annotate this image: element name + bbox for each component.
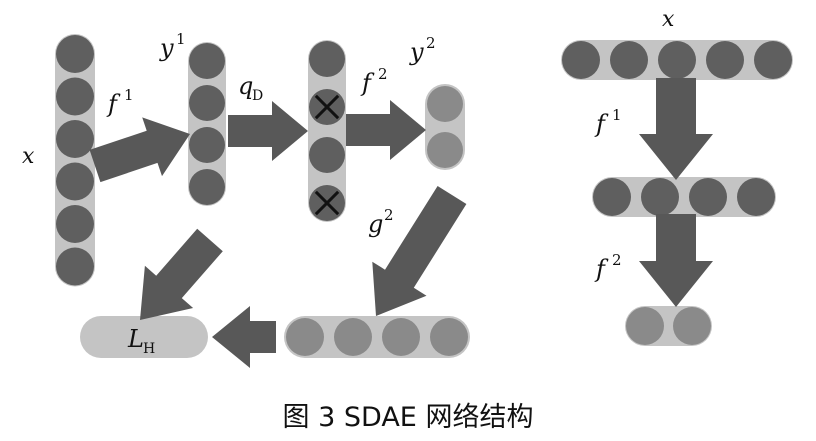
- layers-group: [55, 34, 793, 358]
- right-hidden-layer-2-node: [626, 307, 664, 345]
- f1-left-sup: 1: [124, 86, 134, 104]
- dropout-layer-capsule: [308, 40, 346, 222]
- input-layer-x-node: [56, 35, 94, 73]
- loss-layer-LH: [80, 316, 208, 358]
- hidden-layer-y1-node: [189, 169, 225, 205]
- hidden-layer-y1-node: [189, 85, 225, 121]
- f2-right-sup: 2: [612, 251, 622, 269]
- right-input-layer-x-node: [754, 41, 792, 79]
- right-input-layer-x-node: [706, 41, 744, 79]
- input-layer-x-node: [56, 247, 94, 286]
- arrow-f2-right: [639, 214, 713, 307]
- qD-label: q: [238, 72, 253, 100]
- right-hidden-layer-1-node: [689, 178, 727, 216]
- g2-sup: 2: [384, 206, 394, 224]
- f2-right-label: f: [594, 255, 609, 283]
- arrow-f1-right: [639, 78, 713, 180]
- reconstruction-layer-node: [430, 318, 468, 356]
- input-layer-x-node: [56, 77, 94, 116]
- LH-sub: H: [143, 341, 155, 357]
- arrow-f1-left: [89, 117, 190, 183]
- input-layer-x-node: [56, 162, 94, 201]
- loss-capsule: [80, 316, 208, 358]
- hidden-layer-y2: [425, 84, 465, 170]
- right-input-layer-x: [561, 40, 793, 80]
- input-layer-x: [55, 34, 95, 287]
- qD-sub: D: [252, 88, 263, 104]
- right-input-layer-x-node: [562, 41, 600, 79]
- arrow-y1-to-LH: [140, 228, 223, 320]
- right-input-layer-x-node: [610, 41, 648, 79]
- LH-label: L: [127, 325, 144, 353]
- g2-label: g: [368, 210, 383, 238]
- y1-sup: 1: [176, 30, 186, 48]
- right-hidden-layer-1-node: [641, 178, 679, 216]
- f2-left-label: f: [360, 69, 375, 97]
- y1-label: y: [159, 34, 174, 62]
- reconstruction-layer: [284, 316, 470, 358]
- hidden-layer-y1: [188, 42, 226, 206]
- hidden-layer-y1-capsule: [188, 42, 226, 206]
- hidden-layer-y2-node: [427, 132, 463, 168]
- arrow-g2: [372, 186, 467, 316]
- right-hidden-layer-1: [592, 177, 776, 217]
- dropout-layer: [308, 40, 346, 222]
- f1-right-label: f: [594, 110, 609, 138]
- f2-left-sup: 2: [378, 65, 388, 83]
- cross-mark: [314, 94, 340, 120]
- arrow-f2-left: [346, 100, 426, 160]
- right-hidden-layer-1-node: [593, 178, 631, 216]
- dropout-layer-node: [309, 41, 345, 77]
- hidden-layer-y1-node: [189, 127, 225, 163]
- reconstruction-layer-node: [286, 318, 324, 356]
- reconstruction-layer-capsule: [284, 316, 470, 358]
- y2-label: y: [409, 38, 424, 66]
- right-hidden-layer-1-capsule: [592, 177, 776, 217]
- right-hidden-layer-2-node: [673, 307, 711, 345]
- hidden-layer-y1-node: [189, 43, 225, 79]
- input-layer-x-node: [56, 205, 94, 243]
- arrow-reconstruction-to-LH: [212, 306, 276, 368]
- hidden-layer-y2-node: [427, 86, 463, 122]
- f1-left-label: f: [106, 90, 121, 118]
- arrow-qD: [228, 101, 308, 161]
- right-hidden-layer-2: [625, 306, 712, 346]
- arrows-group: [89, 78, 713, 368]
- reconstruction-layer-node: [334, 318, 372, 356]
- cross-mark: [314, 190, 340, 216]
- dropout-layer-node: [309, 137, 345, 173]
- x-left-label: x: [22, 144, 35, 169]
- right-hidden-layer-1-node: [737, 178, 775, 216]
- input-layer-x-node: [56, 120, 94, 158]
- right-input-layer-x-node: [658, 41, 696, 79]
- figure-caption: 图 3 SDAE 网络结构: [283, 402, 534, 433]
- reconstruction-layer-node: [382, 318, 420, 356]
- y2-sup: 2: [426, 34, 436, 52]
- x-right-label: x: [662, 7, 675, 32]
- f1-right-sup: 1: [612, 106, 622, 124]
